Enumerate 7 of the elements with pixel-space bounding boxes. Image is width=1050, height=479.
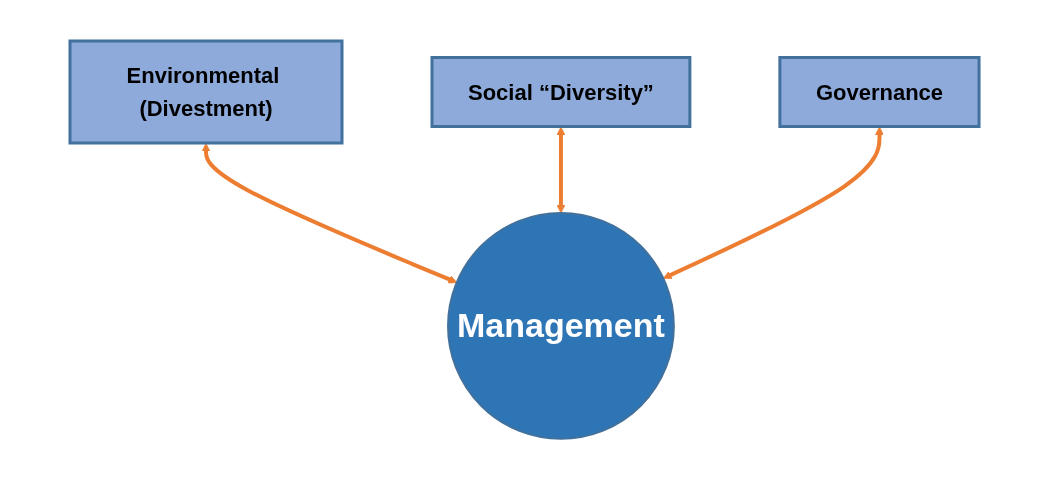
- node-circle: Management: [447, 211, 676, 440]
- node-box: Social “Diversity”: [430, 55, 692, 128]
- arrow: [557, 126, 566, 213]
- arrow: [202, 142, 458, 284]
- arrow: [663, 126, 885, 279]
- node-box: Governance: [778, 55, 981, 128]
- node-box: Environmental (Divestment): [68, 39, 344, 145]
